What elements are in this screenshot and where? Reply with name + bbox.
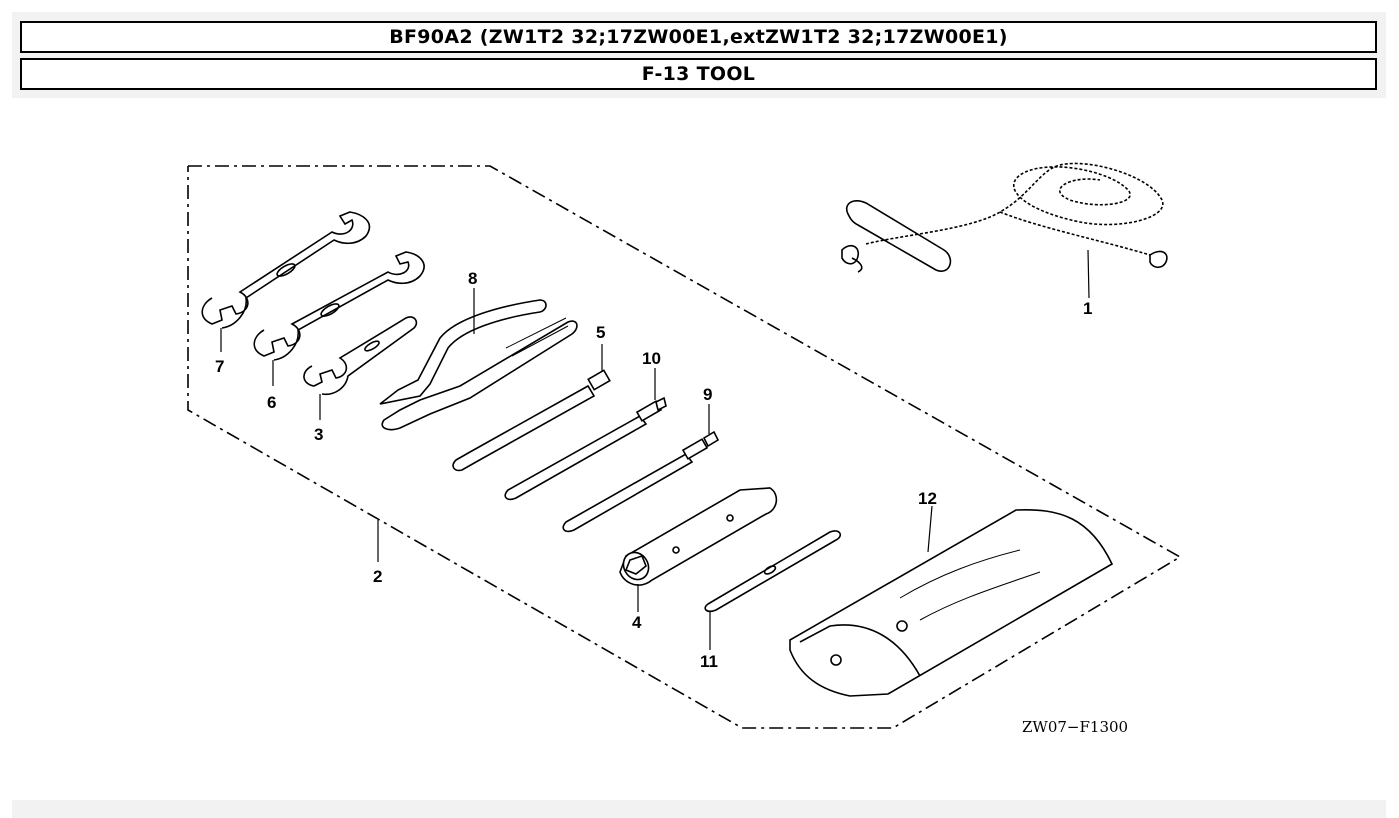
starter-rope-icon bbox=[841, 162, 1168, 299]
section-title: F-13 TOOL bbox=[20, 58, 1377, 90]
wrench-6-icon bbox=[253, 251, 425, 361]
callout-5: 5 bbox=[596, 323, 605, 342]
drawing-code: ZW07−F1300 bbox=[1022, 718, 1128, 736]
callout-1: 1 bbox=[1083, 299, 1092, 318]
screwdriver-5-icon bbox=[452, 369, 611, 472]
callout-6: 6 bbox=[267, 393, 276, 412]
callout-7: 7 bbox=[215, 357, 224, 376]
pliers-icon bbox=[379, 299, 578, 431]
model-title: BF90A2 (ZW1T2 32;17ZW00E1,extZW1T2 32;17… bbox=[20, 21, 1377, 53]
wrench-7-icon bbox=[201, 211, 371, 329]
callout-3: 3 bbox=[314, 425, 323, 444]
kit-boundary bbox=[187, 165, 1182, 729]
callout-9: 9 bbox=[703, 385, 712, 404]
screwdriver-10-icon bbox=[504, 396, 667, 501]
screwdriver-9-icon bbox=[562, 430, 720, 533]
footer-bar bbox=[12, 800, 1386, 818]
callout-11: 11 bbox=[700, 652, 718, 671]
callout-10: 10 bbox=[642, 349, 661, 368]
tool-bag-icon bbox=[789, 508, 1114, 697]
callout-12: 12 bbox=[918, 489, 937, 508]
callout-2: 2 bbox=[373, 567, 382, 586]
callout-8: 8 bbox=[468, 269, 477, 288]
box-wrench-icon bbox=[619, 487, 778, 586]
callout-4: 4 bbox=[632, 613, 642, 632]
tommy-bar-icon bbox=[704, 530, 842, 613]
wrench-3-icon bbox=[303, 316, 418, 396]
